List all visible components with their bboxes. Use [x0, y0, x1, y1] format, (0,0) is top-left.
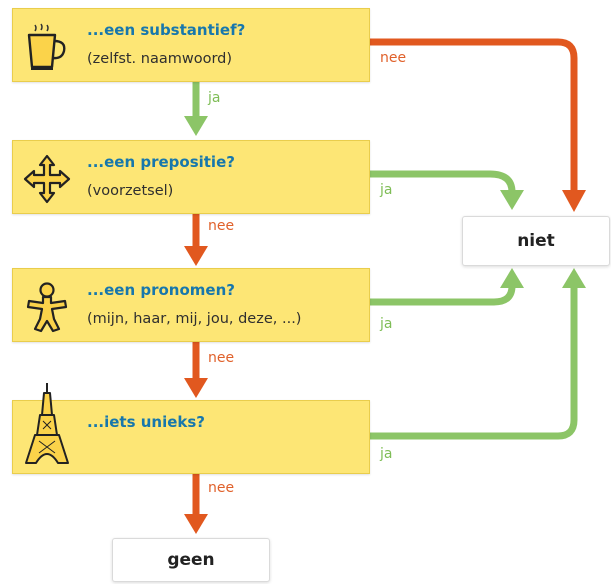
- result-niet: niet: [462, 216, 610, 266]
- question-box-pronomen: ...een pronomen? (mijn, haar, mij, jou, …: [12, 268, 370, 342]
- label-nee: nee: [380, 50, 407, 66]
- label-nee: nee: [208, 350, 235, 366]
- result-geen: geen: [112, 538, 270, 582]
- eiffel-tower-icon: [21, 381, 73, 467]
- arrow-ja-q4-to-niet: [370, 268, 586, 440]
- label-ja: ja: [380, 316, 393, 332]
- question-title: ...iets unieks?: [87, 413, 206, 431]
- label-nee: nee: [208, 480, 235, 496]
- arrow-nee-q2-to-q3: [184, 214, 208, 266]
- label-ja: ja: [380, 182, 393, 198]
- label-ja: ja: [380, 446, 393, 462]
- arrow-nee-q3-to-q4: [184, 342, 208, 398]
- arrow-ja-q1-to-q2: [184, 82, 208, 136]
- question-title: ...een prepositie?: [87, 153, 235, 171]
- question-subtitle: (mijn, haar, mij, jou, deze, ...): [87, 311, 302, 327]
- arrow-nee-q1-to-niet: [370, 38, 586, 212]
- arrow-ja-q3-to-niet: [370, 268, 524, 306]
- question-subtitle: (voorzetsel): [87, 183, 174, 199]
- stick-figure-icon: [21, 281, 73, 333]
- question-box-prepositie: ...een prepositie? (voorzetsel): [12, 140, 370, 214]
- question-title: ...een substantief?: [87, 21, 246, 39]
- label-ja: ja: [208, 90, 221, 106]
- question-subtitle: (zelfst. naamwoord): [87, 51, 233, 67]
- arrow-ja-q2-to-niet: [370, 170, 524, 210]
- mug-icon: [21, 21, 73, 73]
- question-box-iets-unieks: ...iets unieks?: [12, 383, 370, 474]
- four-way-arrows-icon: [21, 153, 73, 205]
- question-title: ...een pronomen?: [87, 281, 235, 299]
- question-box-substantief: ...een substantief? (zelfst. naamwoord): [12, 8, 370, 82]
- label-nee: nee: [208, 218, 235, 234]
- arrow-nee-q4-to-geen: [184, 474, 208, 534]
